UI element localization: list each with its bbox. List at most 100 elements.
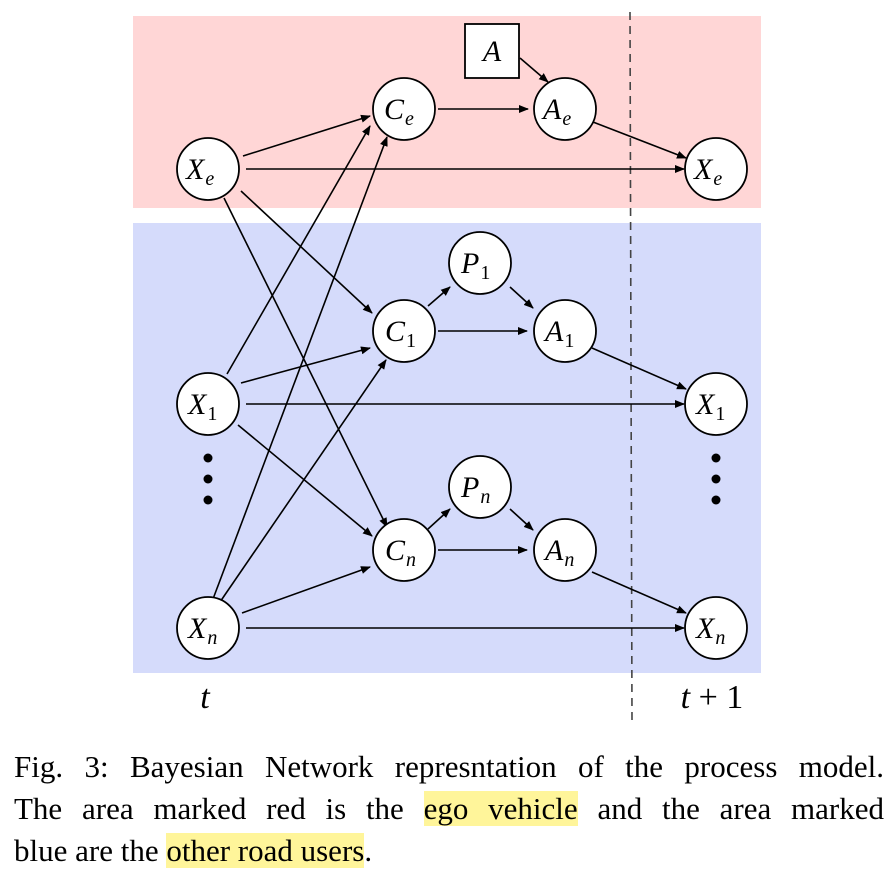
- node-ae-sub: e: [562, 108, 571, 130]
- node-c1-shape: [372, 299, 436, 363]
- node-pn-base: P: [460, 471, 479, 504]
- node-pn-label: Pn: [460, 471, 490, 508]
- node-box-a-shape: [464, 23, 520, 79]
- node-an-sub: n: [564, 549, 574, 571]
- ellipsis-dots: [203, 453, 721, 505]
- node-pn-shape: [448, 455, 512, 519]
- edge-p1-to-a1: [509, 286, 534, 309]
- node-cn-sub: n: [406, 549, 416, 571]
- time-divider: [629, 11, 633, 721]
- time-label-t-plus-1: t + 1: [681, 679, 744, 716]
- ellipsis-dot-left-1: [203, 453, 213, 463]
- node-p1-base: P: [460, 247, 479, 280]
- node-xn-t-base: X: [187, 612, 208, 645]
- node-ce-base: C: [384, 93, 405, 126]
- node-cn-label: Cn: [385, 534, 416, 571]
- bayesian-network-diagram: A Ce Ae Xe Xe P1 C1 A1 X1 X1 Pn Cn An Xn…: [133, 11, 761, 721]
- edge-x1-to-c1: [240, 346, 371, 384]
- node-p1-sub: 1: [480, 262, 490, 284]
- ellipsis-dot-right-3: [711, 495, 721, 505]
- caption-line-1: Fig. 3: Bayesian Network represntation o…: [14, 749, 884, 784]
- node-ae-label: Ae: [541, 93, 571, 130]
- node-a1-base: A: [543, 315, 564, 348]
- edge-box-a-to-ae: [519, 57, 549, 83]
- node-an-label: An: [543, 534, 574, 571]
- node-a1-label: A1: [543, 315, 574, 352]
- node-ce-label: Ce: [384, 93, 414, 130]
- time-label-t: t: [200, 679, 211, 716]
- ellipsis-dot-left-3: [203, 495, 213, 505]
- node-box-a-label: A: [481, 35, 502, 68]
- edge-c1-to-p1: [427, 286, 451, 307]
- caption-line-2: The area marked red is the ego vehicle a…: [14, 788, 884, 830]
- caption-line-2-post: and the area marked: [577, 791, 885, 826]
- ellipsis-dot-right-1: [711, 453, 721, 463]
- node-ce-sub: e: [405, 108, 414, 130]
- edge-xe-to-ce: [242, 114, 371, 157]
- node-x1-t1-label: X1: [695, 388, 725, 425]
- node-xe-t-label: Xe: [185, 153, 214, 190]
- edge-xe-to-cn: [223, 197, 388, 528]
- node-xn-t-label: Xn: [187, 612, 217, 649]
- node-c1-base: C: [385, 315, 406, 348]
- node-xe-t1-label: Xe: [693, 153, 722, 190]
- node-a1-sub: 1: [564, 330, 574, 352]
- caption-line-3-pre: blue are the: [14, 833, 167, 868]
- edge-xn-to-c1: [219, 359, 387, 603]
- node-p1-shape: [448, 231, 512, 295]
- node-ae-shape: [533, 77, 597, 141]
- node-xe-t-shape: [176, 137, 240, 201]
- edge-an-to-xn-next: [591, 571, 687, 614]
- node-an-base: A: [543, 534, 564, 567]
- time-label-t-plus-1-var: t: [681, 679, 692, 716]
- edge-xn-to-cn: [241, 566, 371, 614]
- node-x1-t-base: X: [187, 388, 208, 421]
- caption-line-3: blue are the other road users.: [14, 830, 884, 872]
- node-xn-t-shape: [176, 596, 240, 660]
- other-road-users-region: [133, 223, 761, 673]
- edge-x1-to-cn: [237, 424, 373, 537]
- edge-ae-to-xe-next: [592, 121, 687, 159]
- node-pn-sub: n: [480, 486, 490, 508]
- figure-caption: Fig. 3: Bayesian Network represntation o…: [14, 746, 884, 872]
- ellipsis-dot-left-2: [203, 474, 213, 484]
- node-xe-t1-base: X: [693, 153, 714, 186]
- node-c1-label: C1: [385, 315, 416, 352]
- node-p1-label: P1: [460, 247, 490, 284]
- node-c1-sub: 1: [406, 330, 416, 352]
- node-an-shape: [533, 518, 597, 582]
- other-road-users-highlight: other road users: [166, 833, 365, 868]
- node-x1-t1-shape: [684, 372, 748, 436]
- node-xe-t1-shape: [684, 137, 748, 201]
- edges: [212, 57, 687, 632]
- node-x1-t1-sub: 1: [715, 403, 725, 425]
- node-xn-t1-sub: n: [715, 627, 725, 649]
- node-x1-t-sub: 1: [207, 403, 217, 425]
- time-label-t-plus-1-rest: + 1: [690, 679, 743, 716]
- node-xn-t1-base: X: [695, 612, 716, 645]
- node-xe-t1-sub: e: [713, 168, 722, 190]
- caption-line-2-pre: The area marked red is the: [14, 791, 424, 826]
- edge-pn-to-an: [509, 508, 534, 531]
- ego-vehicle-highlight: ego vehicle: [423, 791, 578, 826]
- node-xn-t-sub: n: [207, 627, 217, 649]
- node-ce-shape: [372, 77, 436, 141]
- node-x1-t-label: X1: [187, 388, 217, 425]
- node-xn-t1-shape: [684, 596, 748, 660]
- node-xn-t1-label: Xn: [695, 612, 725, 649]
- edge-x1-to-ce: [226, 125, 371, 375]
- node-x1-t-shape: [176, 372, 240, 436]
- node-cn-shape: [372, 518, 436, 582]
- edge-cn-to-pn: [427, 508, 451, 530]
- edge-xn-to-ce: [212, 136, 388, 600]
- node-ae-base: A: [541, 93, 562, 126]
- edge-xe-to-c1: [240, 190, 373, 314]
- node-box-a-base: A: [481, 35, 502, 68]
- ellipsis-dot-right-2: [711, 474, 721, 484]
- node-shapes: [176, 23, 748, 660]
- caption-line-3-post: .: [364, 833, 373, 868]
- node-xe-t-sub: e: [205, 168, 214, 190]
- edge-a1-to-x1-next: [591, 347, 687, 390]
- node-xe-t-base: X: [185, 153, 206, 186]
- node-a1-shape: [533, 299, 597, 363]
